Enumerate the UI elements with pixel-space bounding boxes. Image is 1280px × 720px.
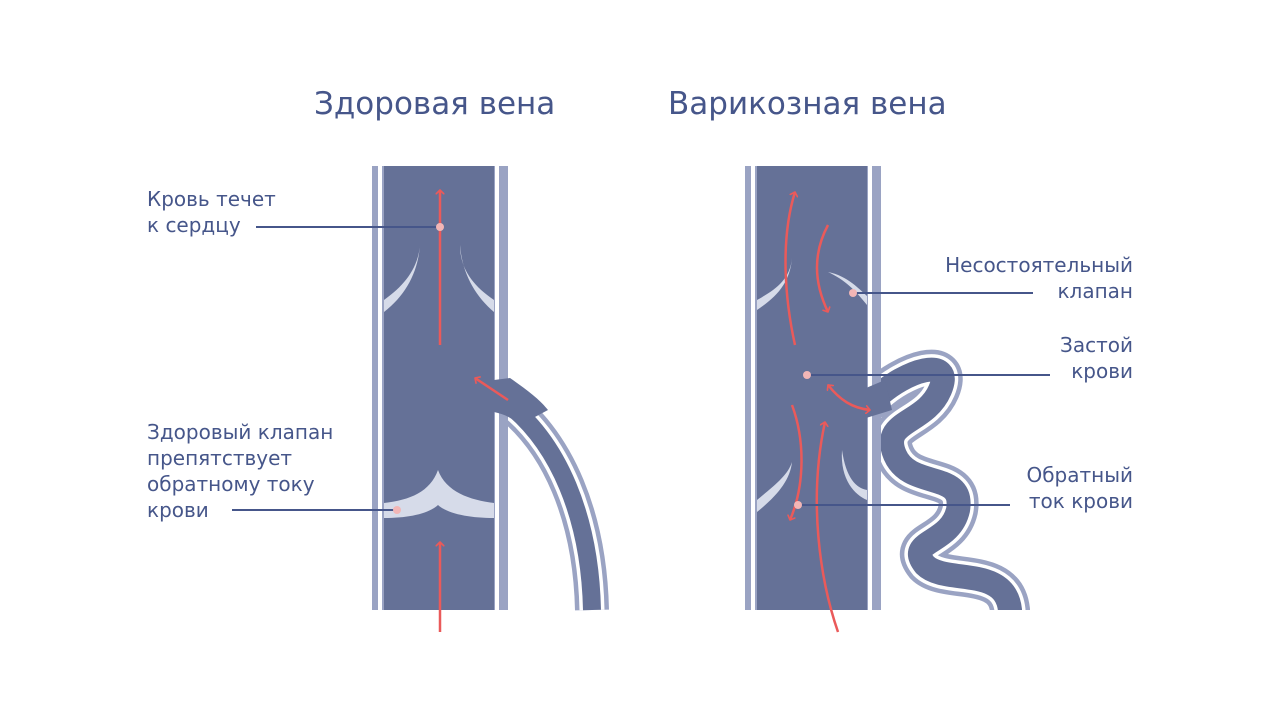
varicose-upper-valve-left (757, 258, 792, 310)
label-stasis: Застой крови (1060, 332, 1133, 384)
varicose-vein (745, 166, 1050, 640)
varicose-lower-valve-right (841, 450, 867, 500)
healthy-vein-gap-left (378, 166, 382, 610)
healthy-lower-valve (384, 470, 494, 518)
healthy-arrow-branch (475, 378, 509, 402)
label-line: ток крови (1028, 489, 1133, 513)
dot-failed-valve (849, 289, 857, 297)
varicose-arrow-stasis (828, 385, 870, 410)
label-failed-valve: Несостоятельный клапан (945, 252, 1133, 304)
label-line: обратному току (147, 472, 315, 496)
label-line: к сердцу (147, 213, 241, 237)
label-blood-to-heart: Кровь течет к сердцу (147, 186, 276, 238)
label-reflux: Обратный ток крови (1026, 462, 1133, 514)
label-line: крови (1071, 359, 1133, 383)
varicose-arrow-down-upper (815, 224, 828, 312)
label-line: Застой (1060, 333, 1133, 357)
healthy-branch-opening (494, 378, 548, 425)
varicose-branch-opening (866, 380, 892, 418)
varicose-vein-gap-left (751, 166, 755, 610)
label-line: Несостоятельный (945, 253, 1133, 277)
healthy-vein-title: Здоровая вена (314, 86, 556, 122)
varicose-vein-title: Варикозная вена (668, 86, 947, 122)
label-healthy-valve: Здоровый клапан препятствует обратному т… (147, 419, 333, 523)
varicose-vein-lumen (757, 166, 867, 610)
varicose-lower-valve-left (757, 462, 792, 512)
label-line: препятствует (147, 446, 293, 470)
label-line: крови (147, 498, 209, 522)
dot-blood-to-heart (436, 223, 444, 231)
healthy-upper-valve-right (460, 245, 494, 312)
varicose-arrow-up-main (815, 422, 840, 633)
varicose-arrow-down-lower (790, 404, 803, 520)
dot-healthy-valve (393, 506, 401, 514)
label-line: Обратный (1026, 463, 1133, 487)
varicose-bottom-mask (980, 610, 1040, 640)
label-line: Здоровый клапан (147, 420, 334, 444)
healthy-upper-valve-left (384, 245, 420, 312)
varicose-arrow-up-left (784, 192, 795, 346)
dot-stasis (803, 371, 811, 379)
healthy-vein (232, 166, 609, 632)
label-line: клапан (1057, 279, 1133, 303)
label-line: Кровь течет (147, 187, 276, 211)
varicose-branch-fill (864, 357, 1022, 622)
dot-reflux (794, 501, 802, 509)
